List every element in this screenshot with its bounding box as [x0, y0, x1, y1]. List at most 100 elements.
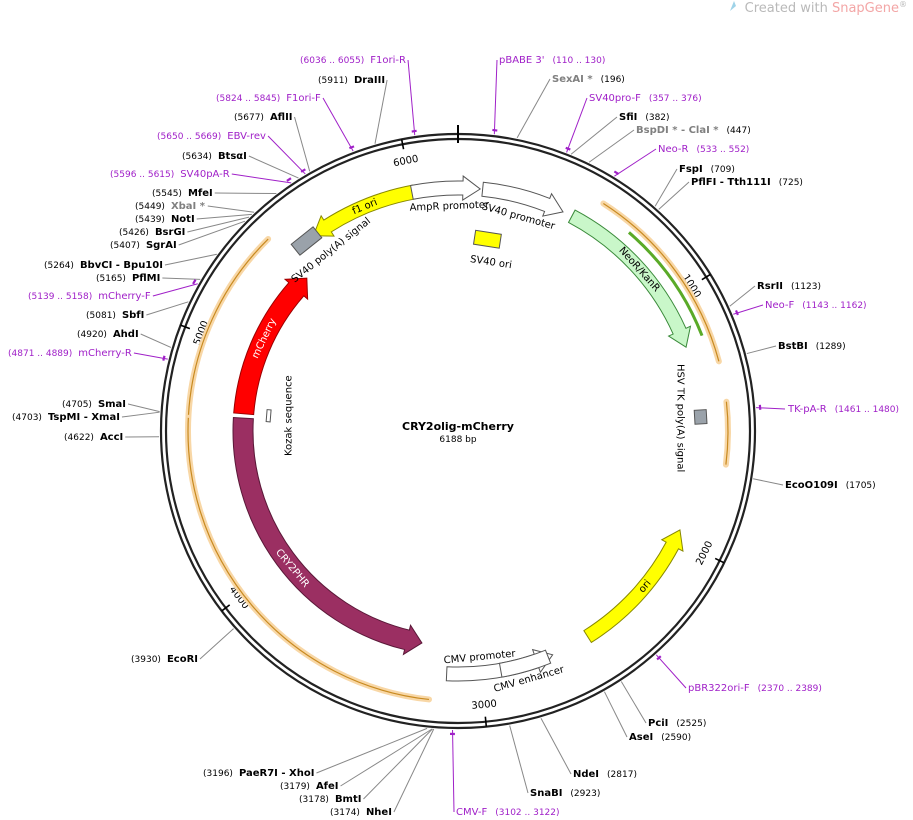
enzyme-leader-line — [620, 681, 647, 724]
primer-site-mark — [349, 145, 355, 150]
primer-label[interactable]: SV40pro-F(357 .. 376) — [589, 93, 702, 104]
enzyme-label-text: BspDI * - ClaI *(447) — [636, 125, 751, 136]
enzyme-position: (382) — [645, 113, 669, 123]
primer-label[interactable]: (5650 .. 5669)EBV-rev — [157, 131, 266, 142]
enzyme-position: (3178) — [299, 795, 329, 805]
enzyme-label[interactable]: (3174)NheI — [330, 807, 392, 818]
enzyme-leader-line — [340, 728, 433, 787]
primer-label[interactable]: TK-pA-R(1461 .. 1480) — [787, 404, 899, 415]
enzyme-position: (2923) — [570, 789, 600, 799]
enzyme-position: (4703) — [12, 413, 42, 423]
enzyme-label[interactable]: BspDI * - ClaI *(447) — [636, 125, 751, 136]
enzyme-label[interactable]: PciI(2525) — [648, 718, 706, 729]
enzyme-label[interactable]: (5677)AflII — [234, 112, 293, 123]
enzyme-label[interactable]: (4920)AhdI — [77, 329, 139, 340]
primer-name: EBV-rev — [227, 131, 266, 142]
primer-label[interactable]: (5596 .. 5615)SV40pA-R — [110, 169, 230, 180]
primer-leader-line — [267, 135, 306, 175]
enzyme-name: BbvCI - Bpu10I — [80, 260, 163, 271]
scale-tick-mark — [484, 716, 488, 727]
primer-label[interactable]: Neo-F(1143 .. 1162) — [765, 300, 867, 311]
primer-position: (533 .. 552) — [697, 145, 750, 155]
enzyme-label[interactable]: FspI(709) — [679, 164, 735, 175]
enzyme-name: AccI — [100, 432, 123, 443]
primer-label[interactable]: (4871 .. 4889)mCherry-R — [8, 348, 132, 359]
primer-label[interactable]: CMV-F(3102 .. 3122) — [456, 807, 560, 818]
primer-label[interactable]: (5824 .. 5845)F1ori-F — [216, 93, 321, 104]
primer-name: Neo-R — [658, 144, 689, 155]
primer-label-text: (5139 .. 5158)mCherry-F — [28, 291, 151, 302]
enzyme-label[interactable]: (5426)BsrGI — [119, 227, 185, 238]
enzyme-leader-line — [121, 411, 160, 418]
enzyme-name: BtsαI — [218, 151, 247, 162]
feature-cmv-enhancer — [498, 649, 552, 678]
enzyme-label[interactable]: (4703)TspMI - XmaI — [12, 412, 120, 423]
neor-orf-line — [627, 231, 704, 337]
enzyme-name: BspDI * - ClaI * — [636, 125, 719, 136]
enzyme-position: (5439) — [135, 215, 165, 225]
feature-label-kozak: Kozak sequence — [284, 375, 295, 456]
enzyme-label[interactable]: SexAI *(196) — [552, 74, 625, 85]
enzyme-label[interactable]: SnaBI(2923) — [530, 788, 600, 799]
primer-label[interactable]: Neo-R (533 .. 552) — [658, 144, 749, 155]
enzyme-label[interactable]: (5449)XbaI * — [135, 201, 206, 212]
enzyme-leader-line — [374, 79, 388, 144]
enzyme-leader-line — [248, 155, 299, 179]
enzyme-label[interactable]: (5911)DraIII — [318, 75, 385, 86]
enzyme-label[interactable]: PflFI - Tth111I(725) — [691, 177, 803, 188]
site-labels: (5911)DraIII (5677)AflII (5634)BtsαI (5545)… — [8, 55, 899, 818]
enzyme-label-text: SexAI *(196) — [552, 74, 625, 85]
primer-label[interactable]: pBR322ori-F(2370 .. 2389) — [688, 683, 822, 694]
enzyme-label[interactable]: NdeI(2817) — [573, 769, 637, 780]
enzyme-leader-line — [603, 691, 628, 738]
primer-label[interactable]: (6036 .. 6055)F1ori-R — [300, 55, 406, 66]
watermark-reg: ® — [899, 0, 907, 9]
enzyme-label[interactable]: (3178)BmtI — [299, 794, 361, 805]
enzyme-leader-line — [509, 725, 529, 794]
feature-label-sv40ori: SV40 ori — [469, 254, 512, 271]
enzyme-label[interactable]: (5165)PflMI — [96, 273, 160, 284]
enzyme-position: (5911) — [318, 76, 348, 86]
enzyme-label[interactable]: SfiI(382) — [619, 112, 670, 123]
enzyme-label[interactable]: (5439)NotI — [135, 214, 195, 225]
enzyme-label[interactable]: (5407)SgrAI — [110, 240, 177, 251]
primer-label-text: pBR322ori-F(2370 .. 2389) — [688, 683, 822, 694]
enzyme-label[interactable]: (3179)AfeI — [280, 781, 339, 792]
enzyme-label[interactable]: EcoO109I(1705) — [785, 480, 876, 491]
enzyme-position: (4622) — [64, 433, 94, 443]
enzyme-label-text: (5449)XbaI * — [135, 201, 206, 212]
primer-label[interactable]: (5139 .. 5158)mCherry-F — [28, 291, 151, 302]
enzyme-label-text: (3196)PaeR7I - XhoI — [203, 768, 314, 779]
primer-position: (3102 .. 3122) — [495, 808, 559, 818]
enzyme-position: (4705) — [62, 400, 92, 410]
feature-label-neokan: NeoR/KanR — [616, 245, 661, 294]
enzyme-label-text: AseI(2590) — [629, 732, 691, 743]
enzyme-name: NheI — [366, 807, 392, 818]
enzyme-label[interactable]: (4622) AccI — [64, 432, 123, 443]
primer-name: mCherry-F — [98, 291, 151, 302]
enzyme-name: RsrII — [757, 281, 783, 292]
enzyme-label[interactable]: (5264)BbvCI - Bpu10I — [44, 260, 163, 271]
feature-sv40p — [481, 181, 564, 217]
enzyme-label[interactable]: RsrII(1123) — [757, 281, 821, 292]
enzyme-label[interactable]: (3930)EcoRI — [131, 654, 198, 665]
enzyme-label[interactable]: (4705)SmaI — [62, 399, 126, 410]
enzyme-leader-line — [658, 181, 690, 210]
enzyme-label[interactable]: BstBI(1289) — [778, 341, 846, 352]
enzyme-label[interactable]: (3196)PaeR7I - XhoI — [203, 768, 314, 779]
enzyme-label[interactable]: (5545)MfeI — [152, 188, 213, 199]
primer-name: pBR322ori-F — [688, 683, 750, 694]
feature-label-ampr: AmpR promoter — [409, 200, 490, 214]
enzyme-label[interactable]: AseI(2590) — [629, 732, 691, 743]
enzyme-leader-line — [127, 403, 160, 413]
primer-site-mark — [613, 170, 620, 175]
enzyme-name: PaeR7I - XhoI — [239, 768, 315, 779]
enzyme-label[interactable]: (5634)BtsαI — [182, 151, 247, 162]
enzyme-label[interactable]: (5081)SbfI — [86, 310, 144, 321]
enzyme-position: (2817) — [607, 770, 637, 780]
enzyme-leader-line — [294, 116, 311, 172]
cds-highlight-line — [603, 202, 720, 362]
primer-label[interactable]: pBABE 3'(110 .. 130) — [499, 55, 605, 66]
primer-site-mark — [300, 168, 306, 173]
primer-position: (357 .. 376) — [649, 94, 702, 104]
